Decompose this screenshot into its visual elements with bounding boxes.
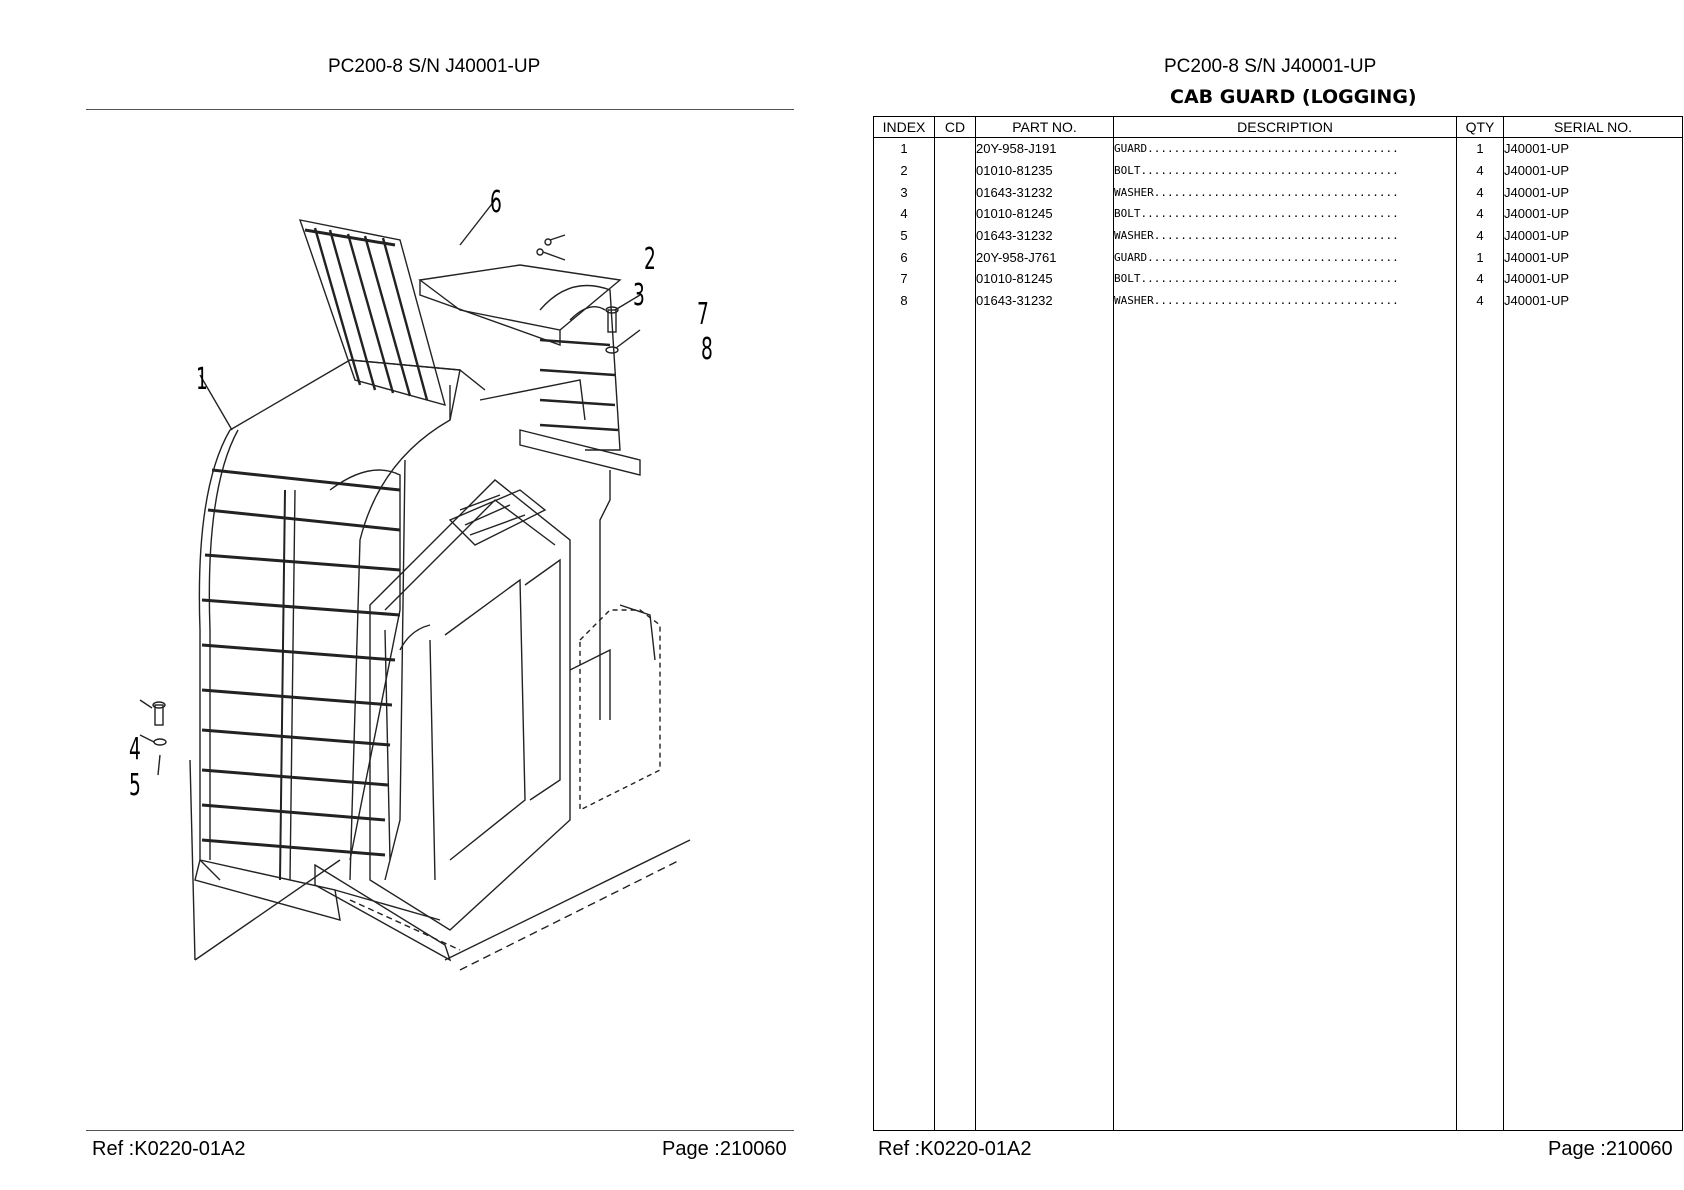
right-footer-ref: Ref :K0220-01A2 bbox=[878, 1138, 1032, 1160]
cell-cd bbox=[934, 246, 976, 269]
left-footer-page: Page :210060 bbox=[662, 1138, 787, 1160]
left-footer-rule bbox=[86, 1130, 794, 1131]
callout-4: 4 bbox=[129, 732, 141, 767]
callout-5: 5 bbox=[129, 768, 141, 803]
cell-part-no: 01643-31232 bbox=[975, 289, 1114, 312]
callout-8: 8 bbox=[701, 332, 713, 367]
cell-part-no: 20Y-958-J761 bbox=[975, 246, 1114, 269]
table-row: 4 01010-81245 BOLT......................… bbox=[873, 203, 1683, 225]
cell-description: GUARD...................................… bbox=[1113, 246, 1457, 269]
right-page-subtitle: CAB GUARD (LOGGING) bbox=[1170, 86, 1417, 108]
col-header-serial-no: SERIAL NO. bbox=[1503, 116, 1683, 138]
table-row: 8 01643-31232 WASHER....................… bbox=[873, 289, 1683, 312]
table-row: 2 01010-81235 BOLT......................… bbox=[873, 159, 1683, 182]
callout-3: 3 bbox=[633, 278, 645, 313]
cell-qty: 4 bbox=[1456, 159, 1504, 182]
cell-part-no: 01643-31232 bbox=[975, 224, 1114, 247]
cell-index: 5 bbox=[873, 224, 935, 247]
parts-table: INDEX CD PART NO. DESCRIPTION QTY SERIAL… bbox=[873, 116, 1683, 1131]
cell-index: 2 bbox=[873, 159, 935, 182]
col-header-part-no: PART NO. bbox=[975, 116, 1114, 138]
callout-6: 6 bbox=[490, 185, 502, 220]
cell-part-no: 01010-81245 bbox=[975, 203, 1114, 225]
cell-serial-no: J40001-UP bbox=[1503, 203, 1683, 225]
cell-description: WASHER..................................… bbox=[1113, 289, 1457, 312]
cell-cd bbox=[934, 203, 976, 225]
cell-index: 7 bbox=[873, 268, 935, 290]
cell-index: 3 bbox=[873, 181, 935, 204]
cell-cd bbox=[934, 137, 976, 160]
cell-cd bbox=[934, 289, 976, 312]
left-footer-ref: Ref :K0220-01A2 bbox=[92, 1138, 246, 1160]
cell-description: WASHER..................................… bbox=[1113, 224, 1457, 247]
cell-description: GUARD...................................… bbox=[1113, 137, 1457, 160]
cell-description: BOLT....................................… bbox=[1113, 268, 1457, 290]
bolt-washer-7-8 bbox=[605, 294, 641, 354]
cell-qty: 4 bbox=[1456, 181, 1504, 204]
cell-cd bbox=[934, 181, 976, 204]
cell-description: BOLT....................................… bbox=[1113, 159, 1457, 182]
col-header-cd: CD bbox=[934, 116, 976, 138]
cell-part-no: 01010-81235 bbox=[975, 159, 1114, 182]
cell-qty: 1 bbox=[1456, 246, 1504, 269]
bolt-washer-4-5 bbox=[139, 699, 167, 776]
cell-index: 8 bbox=[873, 289, 935, 312]
cell-serial-no: J40001-UP bbox=[1503, 246, 1683, 269]
cell-serial-no: J40001-UP bbox=[1503, 268, 1683, 290]
cell-index: 4 bbox=[873, 203, 935, 225]
table-row: 6 20Y-958-J761 GUARD....................… bbox=[873, 246, 1683, 269]
table-row: 1 20Y-958-J191 GUARD....................… bbox=[873, 137, 1683, 160]
cell-serial-no: J40001-UP bbox=[1503, 137, 1683, 160]
cell-cd bbox=[934, 224, 976, 247]
col-header-index: INDEX bbox=[873, 116, 935, 138]
right-footer-page: Page :210060 bbox=[1548, 1138, 1673, 1160]
cell-part-no: 20Y-958-J191 bbox=[975, 137, 1114, 160]
cell-index: 1 bbox=[873, 137, 935, 160]
left-page-title: PC200-8 S/N J40001-UP bbox=[328, 56, 541, 77]
callout-7: 7 bbox=[697, 297, 709, 332]
cell-qty: 1 bbox=[1456, 137, 1504, 160]
table-header-row: INDEX CD PART NO. DESCRIPTION QTY SERIAL… bbox=[873, 116, 1683, 138]
left-header-rule bbox=[86, 109, 794, 110]
small-guard-assembly bbox=[418, 264, 641, 720]
cell-serial-no: J40001-UP bbox=[1503, 289, 1683, 312]
table-row: 7 01010-81245 BOLT......................… bbox=[873, 268, 1683, 290]
cell-description: WASHER..................................… bbox=[1113, 181, 1457, 204]
bolt-washer-2-3 bbox=[536, 234, 566, 261]
table-row: 3 01643-31232 WASHER....................… bbox=[873, 181, 1683, 204]
col-header-description: DESCRIPTION bbox=[1113, 116, 1457, 138]
cell-part-no: 01643-31232 bbox=[975, 181, 1114, 204]
cell-qty: 4 bbox=[1456, 268, 1504, 290]
callout-1: 1 bbox=[196, 362, 208, 397]
cell-serial-no: J40001-UP bbox=[1503, 224, 1683, 247]
operator-cab bbox=[314, 479, 691, 971]
cell-qty: 4 bbox=[1456, 289, 1504, 312]
cell-serial-no: J40001-UP bbox=[1503, 159, 1683, 182]
table-row: 5 01643-31232 WASHER....................… bbox=[873, 224, 1683, 247]
cell-description: BOLT....................................… bbox=[1113, 203, 1457, 225]
table-filler-row bbox=[873, 311, 1683, 1131]
callout-2: 2 bbox=[644, 242, 656, 277]
cell-cd bbox=[934, 159, 976, 182]
right-page-title: PC200-8 S/N J40001-UP bbox=[1164, 56, 1377, 77]
cell-part-no: 01010-81245 bbox=[975, 268, 1114, 290]
cell-cd bbox=[934, 268, 976, 290]
cell-qty: 4 bbox=[1456, 203, 1504, 225]
cell-qty: 4 bbox=[1456, 224, 1504, 247]
exploded-diagram bbox=[139, 199, 691, 971]
cell-serial-no: J40001-UP bbox=[1503, 181, 1683, 204]
cab-guard-assembly bbox=[194, 219, 586, 921]
cell-index: 6 bbox=[873, 246, 935, 269]
col-header-qty: QTY bbox=[1456, 116, 1504, 138]
